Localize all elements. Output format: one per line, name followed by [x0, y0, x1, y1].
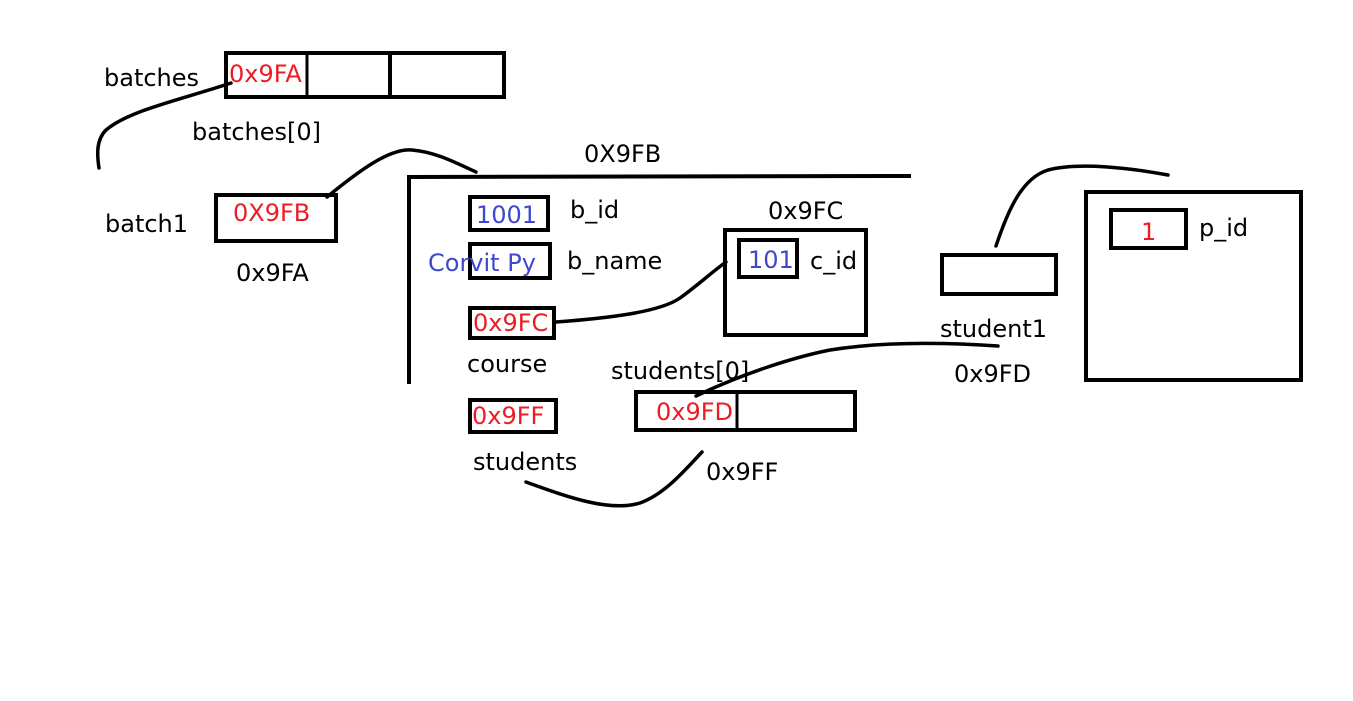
students-cell-0-value: 0x9FD	[656, 398, 733, 426]
student1-label: student1	[940, 315, 1047, 343]
student1-box	[940, 253, 1058, 296]
p-id-label: p_id	[1199, 214, 1248, 242]
b-id-value: 1001	[476, 201, 537, 229]
batches-index-label: batches[0]	[192, 118, 321, 146]
students0-to-student1-arrow	[694, 341, 1000, 398]
batch1-box	[214, 193, 338, 243]
p-id-value: 1	[1141, 218, 1156, 246]
course-object-address: 0x9FC	[768, 197, 843, 225]
students-array-box	[634, 390, 857, 432]
batch1-to-object-arrow	[325, 148, 478, 199]
course-label: course	[467, 350, 547, 378]
students-box	[468, 398, 558, 434]
b-name-value: Corvit Py	[428, 249, 536, 277]
course-box	[468, 306, 556, 340]
batches-to-batch1-arrow	[95, 81, 233, 170]
batches-label: batches	[104, 64, 199, 92]
student1-address: 0x9FD	[954, 360, 1031, 388]
b-id-label: b_id	[570, 196, 619, 224]
batch-object-frame	[407, 174, 912, 384]
b-name-label: b_name	[567, 247, 662, 275]
students-label: students	[473, 448, 577, 476]
student-object-box	[1084, 190, 1303, 382]
students-to-array-arrow	[524, 450, 704, 508]
batches-array-box	[224, 51, 506, 99]
course-to-object-arrow	[554, 260, 728, 324]
c-id-box	[737, 238, 799, 279]
batches-cell-0-value: 0x9FA	[229, 60, 302, 88]
students-index-label: students[0]	[611, 357, 749, 385]
c-id-label: c_id	[810, 247, 857, 275]
student1-to-object-arrow	[994, 164, 1170, 248]
batch-object-address: 0X9FB	[584, 140, 661, 168]
students-value: 0x9FF	[472, 402, 544, 430]
students-array-address: 0x9FF	[706, 458, 778, 486]
b-id-box	[468, 195, 550, 232]
batch1-label: batch1	[105, 210, 188, 238]
batch1-value: 0X9FB	[233, 199, 310, 227]
p-id-box	[1109, 208, 1188, 250]
c-id-value: 101	[748, 246, 794, 274]
batch1-address: 0x9FA	[236, 259, 309, 287]
course-value: 0x9FC	[473, 309, 548, 337]
course-object-box	[723, 228, 868, 337]
b-name-box	[468, 242, 552, 280]
